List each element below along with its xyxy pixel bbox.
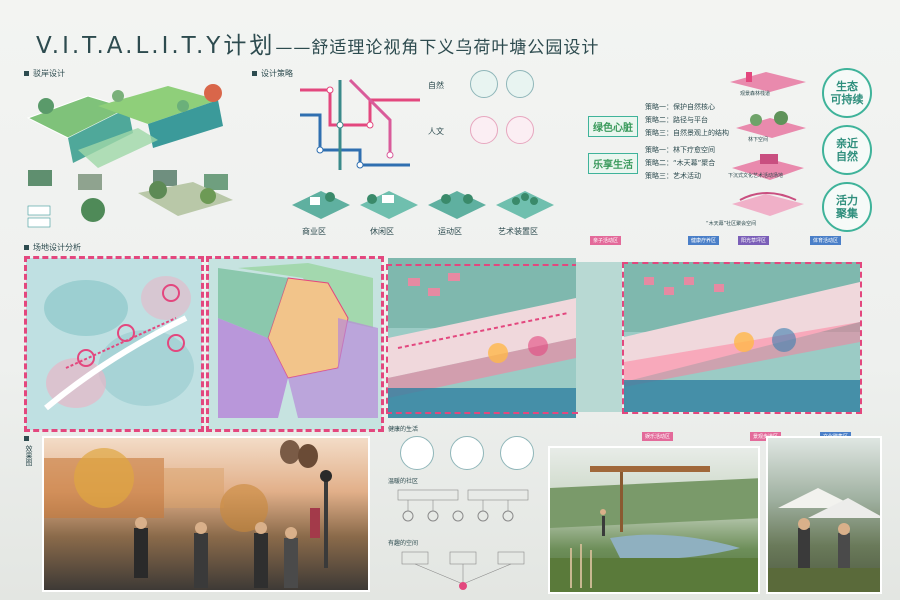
section-strategy-label: 设计策略 [252,68,293,79]
strategy-item: 策略一：林下疗愈空间 [645,146,715,154]
zone-label-commercial: 商业区 [302,227,326,236]
shore-illustration [26,84,233,228]
activity-yoga-icon [400,436,434,470]
strategy-culture-label: 人文 [428,127,444,136]
square-bullet-icon [24,71,29,76]
area-tag-entertainment: 娱乐活动区 [642,432,674,441]
culture-fish-icon [470,116,498,144]
strategy-item: 策略一：保护自然核心 [645,103,715,111]
site-plan-zoning [208,258,382,430]
detail-plan-right-frame [622,262,862,414]
zone-card-sports [428,191,486,219]
area-tag-parent-child: 亲子活动区 [590,236,622,245]
water-nature-icon [470,70,498,98]
tag-forest-walk: 观景森林栈道 [740,91,771,97]
zone-card-commercial [292,191,350,219]
goal-vitality: 活力 聚集 [822,182,872,232]
area-tag-health: 健康疗养区 [688,236,720,245]
theme-green-heart: 绿色心脏 [588,116,638,137]
site-plan-flow-frame [24,256,204,432]
strategy-item: 策略二：路径与平台 [645,116,708,124]
shore-design-panel [18,78,240,238]
goal-nature: 亲近 自然 [822,125,872,175]
section-site-label: 场地设计分析 [24,242,81,253]
strategy-item: 策略二：“木天幕”聚合 [645,159,716,167]
page-title: V.I.T.A.L.I.T.Y计划——舒适理论视角下义乌荷叶塘公园设计 [36,26,599,60]
square-bullet-icon [252,71,257,76]
render-wetland [548,446,760,594]
strategy-metro-diagram [290,70,430,180]
render-canopy-tents [766,436,882,594]
section-shore-label: 驳岸设计 [24,68,65,79]
area-tag-walkway: 景观步道区 [750,432,782,441]
square-bullet-icon [24,245,29,250]
label-fun-space: 有趣的空间 [388,540,419,547]
area-tag-lawn: 阳光草坪区 [738,236,770,245]
title-subtitle: ——舒适理论视角下义乌荷叶塘公园设计 [275,38,600,58]
detail-plan-left-frame [386,264,578,414]
zone-card-leisure [360,191,418,219]
tag-canopy: “木天幕”社区聚会空间 [706,221,757,227]
site-plan-flow [26,258,202,430]
zone-label-sports: 运动区 [438,227,462,236]
site-plan-zoning-frame [206,256,384,432]
strategy-nature-label: 自然 [428,81,444,90]
strategy-illustrations [730,72,806,216]
goal-eco: 生态 可持续 [822,68,872,118]
culture-pattern-icon [506,116,534,144]
space-diagram [401,551,525,590]
zone-card-art [496,191,554,219]
zone-label-art: 艺术装置区 [498,227,538,236]
leaf-nature-icon [506,70,534,98]
detail-plan-right [624,262,860,412]
activity-cycle-icon [500,436,534,470]
label-warm-community: 温暖的社区 [388,478,419,485]
detail-plan-middle [576,262,622,412]
community-diagram [397,489,529,522]
label-healthy-life: 健康的生活 [388,426,419,433]
strategy-item: 策略三：艺术活动 [645,172,701,180]
tag-art-venue: 下沉式文化艺术活动场地 [728,173,784,179]
tag-under-forest: 林下空间 [748,137,769,143]
theme-joy-life: 乐享生活 [588,153,638,174]
zone-label-leisure: 休闲区 [370,227,394,236]
square-bullet-icon [24,436,29,441]
render-market-scene [42,436,370,592]
area-tag-sports: 体育活动区 [810,236,842,245]
strategy-item: 策略三：自然景观上的结构 [645,129,729,137]
activity-run-icon [450,436,484,470]
section-effect-label: 效果图 [24,436,34,466]
title-en: V.I.T.A.L.I.T.Y计划 [36,33,276,59]
